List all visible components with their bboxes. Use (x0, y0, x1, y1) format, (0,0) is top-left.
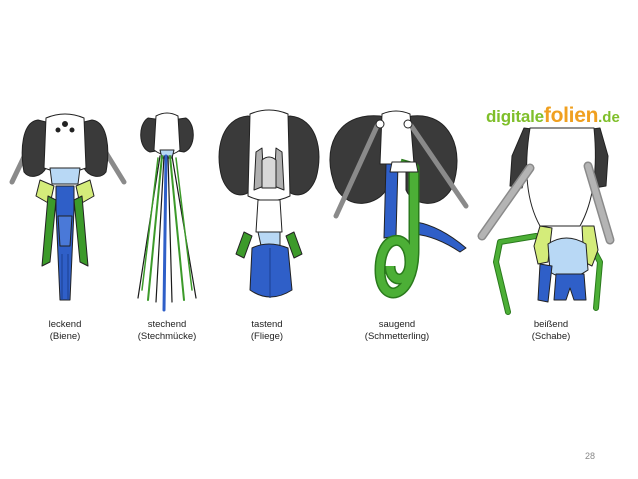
fly-labellum (249, 243, 293, 298)
digitalefolien-logo: digitalefolien.de (486, 104, 620, 128)
logo-part-digitale: digitale (486, 107, 544, 126)
caption-type: leckend (48, 319, 82, 330)
butterfly-palp (383, 163, 399, 239)
caption-type: stechend (147, 319, 187, 330)
mosquito-head (153, 112, 181, 156)
caption-insect: (Schabe) (531, 330, 571, 342)
caption-stechend: stechend (Stechmücke) (107, 319, 227, 342)
page-number: 28 (585, 451, 596, 461)
bee-maxilla-right (73, 195, 89, 267)
caption-beissend: beißend (Schabe) (491, 319, 611, 342)
bee-eye-right (83, 119, 109, 177)
caption-type: saugend (378, 319, 416, 330)
cockroach-mouthparts (477, 127, 615, 315)
cockroach-labium (537, 263, 553, 303)
cockroach-labrum (547, 237, 589, 278)
butterfly-antenna-left (333, 121, 381, 219)
logo-part-folien: folien (543, 104, 599, 127)
cockroach-mandible-left (533, 225, 553, 265)
butterfly-head (379, 110, 415, 165)
caption-insect: (Schmetterling) (364, 330, 430, 342)
caption-leckend: leckend (Biene) (5, 319, 125, 342)
logo-part-de: .de (598, 109, 620, 126)
cockroach-palp-left (493, 233, 539, 315)
caption-insect: (Fliege) (250, 330, 284, 342)
caption-type: tastend (251, 319, 283, 330)
caption-insect: (Stechmücke) (137, 330, 197, 342)
bee-maxilla-left (41, 195, 57, 267)
cockroach-head (526, 127, 596, 227)
caption-tastend: tastend (Fliege) (207, 319, 327, 342)
fly-mouthparts (218, 109, 320, 298)
bee-ocellus (62, 121, 68, 127)
caption-type: beißend (533, 319, 569, 330)
bee-mouthparts (9, 113, 127, 301)
fly-palp-right (285, 231, 303, 259)
bee-eye-left (21, 119, 47, 177)
butterfly-mouthparts (329, 110, 469, 299)
caption-insect: (Biene) (49, 330, 81, 342)
mosquito-mouthparts (137, 112, 197, 312)
caption-saugend: saugend (Schmetterling) (337, 319, 457, 342)
butterfly-antenna-right (407, 121, 469, 209)
fly-palp-left (235, 231, 253, 259)
